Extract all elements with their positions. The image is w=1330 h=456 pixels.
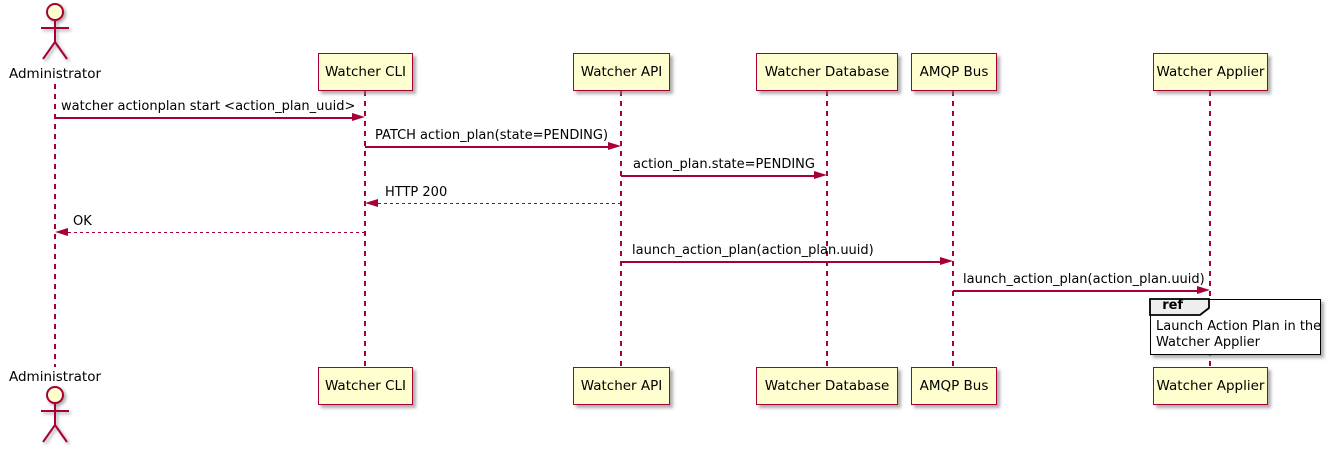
ref-tab-shape-icon bbox=[1149, 298, 1211, 317]
participant-watcher-cli-top: Watcher CLI bbox=[318, 53, 413, 91]
message-3-arrowhead bbox=[814, 171, 827, 179]
participant-watcher-applier-bottom: Watcher Applier bbox=[1153, 367, 1268, 405]
participant-amqp-bus-bottom: AMQP Bus bbox=[911, 367, 997, 405]
message-6-line bbox=[621, 261, 940, 263]
participant-watcher-cli-bottom: Watcher CLI bbox=[318, 367, 413, 405]
ref-text-line-2: Watcher Applier bbox=[1156, 335, 1260, 350]
lifeline-watcher-api bbox=[620, 91, 622, 367]
message-7-label: launch_action_plan(action_plan.uuid) bbox=[963, 272, 1205, 287]
participant-watcher-database-bottom: Watcher Database bbox=[756, 367, 898, 405]
lifeline-amqp-bus bbox=[952, 91, 954, 367]
message-5-arrowhead bbox=[55, 228, 68, 236]
ref-tab: ref bbox=[1149, 298, 1217, 317]
administrator-label-top: Administrator bbox=[8, 66, 102, 82]
message-5-label: OK bbox=[73, 214, 92, 229]
participant-watcher-database-top: Watcher Database bbox=[756, 53, 898, 91]
ref-text: Launch Action Plan in the Watcher Applie… bbox=[1156, 319, 1321, 351]
participant-watcher-api-top: Watcher API bbox=[573, 53, 670, 91]
message-4-label: HTTP 200 bbox=[385, 185, 448, 200]
ref-text-line-1: Launch Action Plan in the bbox=[1156, 319, 1322, 334]
message-1-arrowhead bbox=[352, 113, 365, 121]
message-2-line bbox=[365, 146, 609, 148]
lifeline-watcher-cli bbox=[364, 91, 366, 367]
lifeline-watcher-applier bbox=[1209, 91, 1211, 367]
message-1-label: watcher actionplan start <action_plan_uu… bbox=[61, 99, 356, 114]
participant-amqp-bus-top: AMQP Bus bbox=[911, 53, 997, 91]
participant-watcher-applier-top: Watcher Applier bbox=[1153, 53, 1268, 91]
message-3-label: action_plan.state=PENDING bbox=[633, 157, 815, 172]
message-2-label: PATCH action_plan(state=PENDING) bbox=[375, 128, 609, 143]
message-6-label: launch_action_plan(action_plan.uuid) bbox=[632, 243, 874, 258]
message-6-arrowhead bbox=[940, 257, 953, 265]
participant-watcher-api-bottom: Watcher API bbox=[573, 367, 670, 405]
administrator-label-bottom: Administrator bbox=[8, 369, 102, 385]
administrator-actor-icon-top bbox=[41, 3, 69, 60]
ref-keyword: ref bbox=[1162, 298, 1184, 314]
message-5-line bbox=[68, 232, 365, 234]
ref-fragment: ref Launch Action Plan in the Watcher Ap… bbox=[1149, 298, 1321, 355]
message-1-line bbox=[55, 117, 354, 119]
administrator-actor-icon-bottom bbox=[41, 386, 69, 443]
message-4-line bbox=[378, 203, 621, 205]
message-3-line bbox=[621, 175, 815, 177]
lifeline-administrator bbox=[54, 84, 56, 367]
message-7-arrowhead bbox=[1197, 286, 1210, 294]
message-2-arrowhead bbox=[608, 142, 621, 150]
message-7-line bbox=[953, 290, 1197, 292]
message-4-arrowhead bbox=[365, 199, 378, 207]
lifeline-watcher-database bbox=[826, 91, 828, 367]
